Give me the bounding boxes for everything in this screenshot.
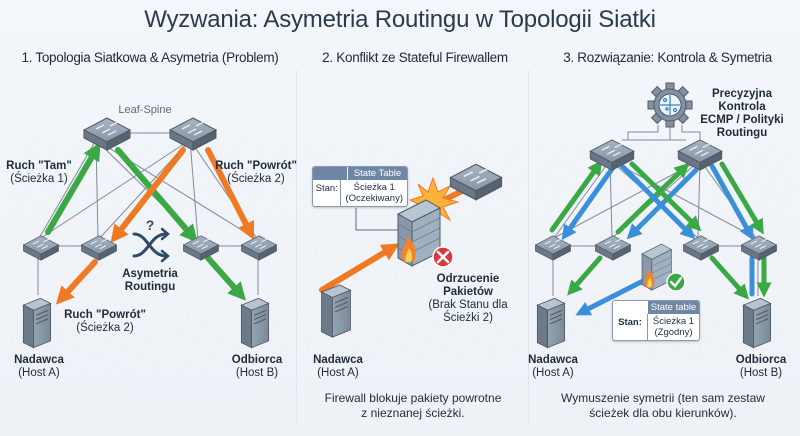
panel-3-title: 3. Rozwiązanie: Kontrola & Symetria (563, 50, 772, 65)
return-traffic-label-bottom: Ruch "Powrót" (Ścieżka 2) (60, 309, 150, 335)
forward-arrow (45, 142, 101, 235)
symmetric-arrow (575, 277, 648, 316)
return-arrow (205, 147, 255, 241)
drop-label-line4: Ścieżki 2) (443, 312, 493, 324)
caption-line1: Wymuszenie symetrii (ten sam zestaw (561, 391, 765, 405)
forward-arrow (115, 147, 198, 243)
asymmetry-label-line2: Routingu (124, 281, 176, 293)
forward-label-main: Ruch "Tam" (6, 160, 72, 172)
gear-controller-icon (647, 82, 693, 128)
drop-label-line3: (Brak Stanu dla (428, 299, 508, 311)
receiver-name: Odbiorca (231, 354, 283, 366)
state-value-line1: Ścieżka 1 (353, 182, 395, 193)
panel-divider (528, 70, 529, 426)
return-traffic-label-top: Ruch "Powrót" (Ścieżka 2) (214, 160, 298, 186)
state-value-line2: (Oczekiwany) (345, 193, 403, 204)
drop-label-line2: Pakietów (443, 286, 493, 298)
controller-label-line2: ECMP / Polityki (700, 114, 784, 126)
return-arrow (319, 243, 400, 293)
forward-arrow (615, 162, 690, 235)
return-label-main: Ruch "Powrót" (64, 309, 146, 321)
shuffle-question-icon (132, 227, 170, 263)
forward-arrow (629, 161, 702, 232)
return-label-sub: (Ścieżka 2) (76, 322, 134, 334)
forward-arrow (549, 159, 603, 233)
receiver-label: Odbiorca (Host B) (222, 354, 292, 380)
forward-arrow (205, 255, 246, 301)
return-arrow (110, 147, 186, 244)
server-icon (240, 297, 270, 349)
server-icon (742, 297, 772, 349)
server-icon (536, 297, 566, 349)
sender-host: (Host A) (532, 367, 574, 379)
caption-line2: z nieznanej ścieżki. (361, 406, 465, 420)
symmetric-arrow (626, 167, 699, 240)
state-table-key: Stan: (315, 183, 338, 194)
server-icon (321, 284, 351, 338)
state-table-consistent: State table Stan: Ścieżka 1 (Zgodny) (612, 300, 700, 341)
panel-2-links (355, 208, 402, 231)
sender-host: (Host A) (18, 367, 60, 379)
sender-name: Nadawca (14, 354, 64, 366)
page-title: Wyzwania: Asymetria Routingu w Topologii… (144, 6, 656, 33)
receiver-host: (Host B) (739, 367, 783, 379)
forward-label-sub: (Ścieżka 1) (10, 173, 68, 185)
server-icon (22, 297, 52, 349)
receiver-name: Odbiorca (735, 354, 787, 366)
symmetric-arrow (561, 163, 617, 241)
question-mark-icon: ? (146, 217, 155, 233)
forward-traffic-label: Ruch "Tam" (Ścieżka 1) (4, 160, 74, 186)
state-table-key: Stan: (618, 317, 642, 328)
caption-line1: Firewall blokuje pakiety powrotne (324, 391, 502, 405)
return-arrow (55, 259, 98, 305)
drop-label-line1: Odrzucenie (436, 273, 500, 285)
firewall-icon (641, 243, 673, 291)
state-table-expected: State Table Stan: Ścieżka 1 (Oczekiwany) (312, 166, 408, 207)
forward-arrow (709, 255, 749, 300)
sender-host: (Host A) (317, 367, 359, 379)
return-label-sub: (Ścieżka 2) (227, 173, 285, 185)
forward-arrow (567, 255, 603, 296)
controller-label: Precyzyjna Kontrola ECMP / Polityki Rout… (690, 88, 794, 140)
sender-label: Nadawca (Host A) (4, 354, 74, 380)
state-table-header: State Table (347, 167, 407, 180)
symmetric-arrow (619, 163, 696, 240)
panel-2-caption: Firewall blokuje pakiety powrotne z niez… (300, 391, 526, 421)
topology-label: Leaf-Spine (118, 104, 172, 116)
symmetric-arrow (709, 163, 754, 241)
controller-label-line3: Routingu (716, 127, 768, 139)
firewall-icon (396, 199, 442, 267)
receiver-host: (Host B) (235, 367, 279, 379)
state-value-line2: (Zgodny) (654, 327, 693, 338)
panel-1-arrows (45, 142, 255, 305)
sender-name: Nadawca (313, 354, 363, 366)
controller-label-line1: Precyzyjna Kontrola (711, 88, 773, 113)
panel-divider (296, 70, 297, 426)
panel-3-arrows (549, 159, 772, 316)
check-ok-icon (666, 272, 686, 292)
asymmetry-label: Asymetria Routingu (110, 268, 190, 294)
forward-arrow (719, 161, 764, 235)
sender-label: Nadawca (Host A) (303, 354, 373, 380)
packet-drop-label: Odrzucenie Pakietów (Brak Stanu dla Ście… (418, 273, 518, 325)
sender-name: Nadawca (528, 354, 578, 366)
sender-label: Nadawca (Host A) (518, 354, 588, 380)
return-label-main: Ruch "Powrót" (215, 160, 297, 172)
state-table-header: State table (647, 301, 699, 314)
state-table-value: Ścieżka 1 (Zgodny) (647, 314, 699, 340)
panel-1-title: 1. Topologia Siatkowa & Asymetria (Probl… (21, 50, 279, 65)
caption-line2: ścieżek dla obu kierunków). (589, 406, 737, 420)
state-table-value: Ścieżka 1 (Oczekiwany) (340, 180, 407, 206)
state-value-line1: Ścieżka 1 (652, 316, 695, 327)
asymmetry-label-line1: Asymetria (122, 268, 178, 280)
panel-3-caption: Wymuszenie symetrii (ten sam zestaw ście… (532, 391, 794, 421)
receiver-label: Odbiorca (Host B) (726, 354, 796, 380)
panel-2-title: 2. Konflikt ze Stateful Firewallem (322, 50, 508, 65)
